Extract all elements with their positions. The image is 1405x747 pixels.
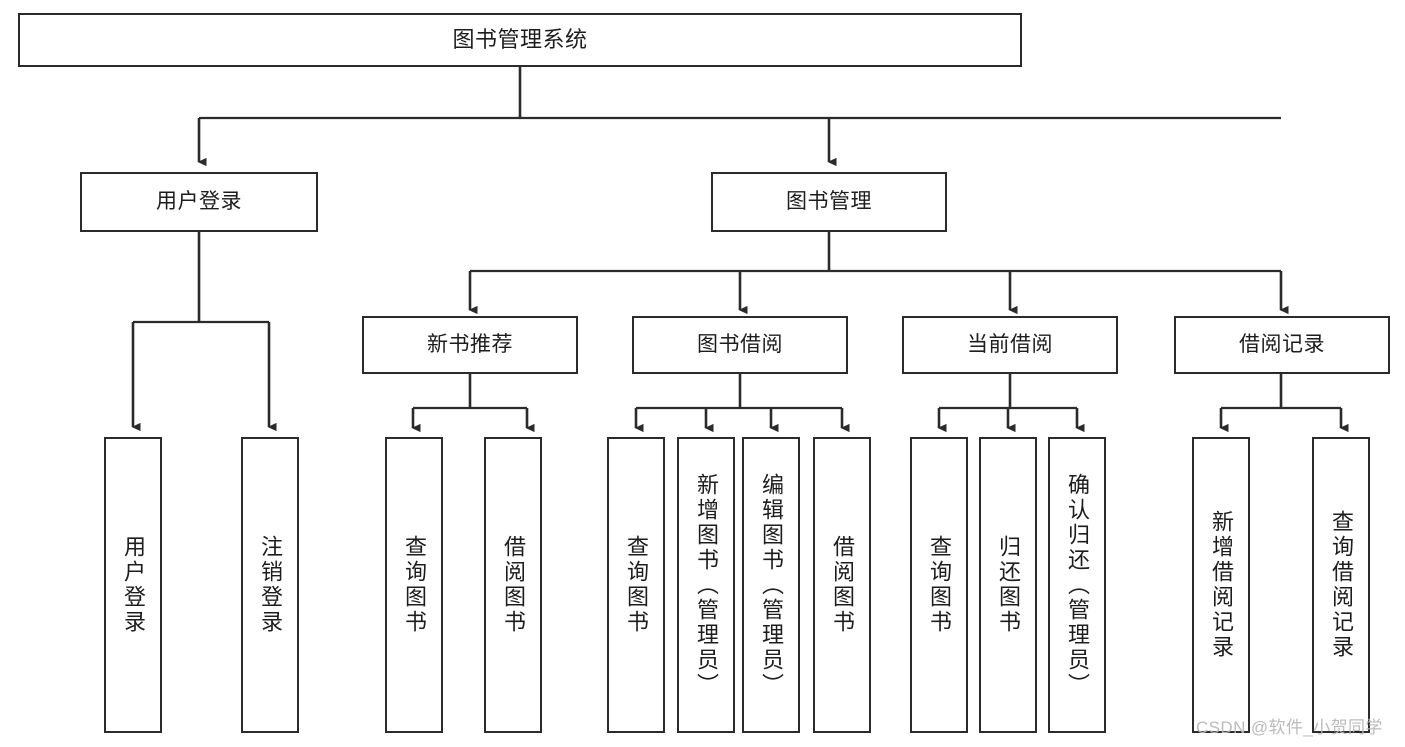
node-leaf-book-borrow-add[interactable]: 新增图书（管理员） [677,437,735,733]
node-book-borrow-label: 图书借阅 [697,332,783,356]
node-leaf-borrow-record-add[interactable]: 新增借阅记录 [1192,437,1250,733]
node-book-management[interactable]: 图书管理 [711,172,947,232]
node-book-management-label: 图书管理 [786,189,872,213]
node-current-borrow-label: 当前借阅 [967,332,1053,356]
node-leaf-label: 查询图书 [402,535,427,635]
node-leaf-current-borrow-query[interactable]: 查询图书 [910,437,968,733]
node-leaf-label: 查询借阅记录 [1329,510,1354,660]
node-user-login[interactable]: 用户登录 [80,172,318,232]
node-borrow-record[interactable]: 借阅记录 [1174,316,1390,374]
node-leaf-label: 确认归还（管理员） [1065,472,1090,698]
node-leaf-borrow-record-query[interactable]: 查询借阅记录 [1312,437,1370,733]
node-new-book-recommend-label: 新书推荐 [427,332,513,356]
node-leaf-book-borrow-borrow[interactable]: 借阅图书 [813,437,871,733]
node-leaf-book-borrow-edit[interactable]: 编辑图书（管理员） [742,437,800,733]
node-borrow-record-label: 借阅记录 [1239,332,1325,356]
node-root-label: 图书管理系统 [452,27,588,53]
node-book-borrow[interactable]: 图书借阅 [632,316,848,374]
node-current-borrow[interactable]: 当前借阅 [902,316,1118,374]
node-user-login-label: 用户登录 [156,189,242,213]
node-leaf-book-borrow-query[interactable]: 查询图书 [607,437,665,733]
node-leaf-label: 新增借阅记录 [1209,510,1234,660]
node-leaf-label: 查询图书 [624,535,649,635]
node-leaf-label: 用户登录 [121,535,146,635]
node-leaf-label: 新增图书（管理员） [694,472,719,698]
node-leaf-label: 归还图书 [996,535,1021,635]
csdn-watermark: CSDN @软件_小贺同学 [1196,718,1383,737]
node-leaf-label: 借阅图书 [830,535,855,635]
node-leaf-label: 借阅图书 [501,535,526,635]
node-leaf-label: 注销登录 [258,535,283,635]
node-leaf-new-book-query[interactable]: 查询图书 [385,437,443,733]
node-leaf-current-borrow-return[interactable]: 归还图书 [979,437,1037,733]
node-leaf-user-login-logout[interactable]: 注销登录 [241,437,299,733]
node-leaf-user-login-login[interactable]: 用户登录 [104,437,162,733]
node-leaf-label: 查询图书 [927,535,952,635]
node-leaf-new-book-borrow[interactable]: 借阅图书 [484,437,542,733]
node-leaf-current-borrow-confirm-return[interactable]: 确认归还（管理员） [1048,437,1106,733]
node-root-book-management-system[interactable]: 图书管理系统 [18,13,1022,67]
node-new-book-recommend[interactable]: 新书推荐 [362,316,578,374]
node-leaf-label: 编辑图书（管理员） [759,472,784,698]
